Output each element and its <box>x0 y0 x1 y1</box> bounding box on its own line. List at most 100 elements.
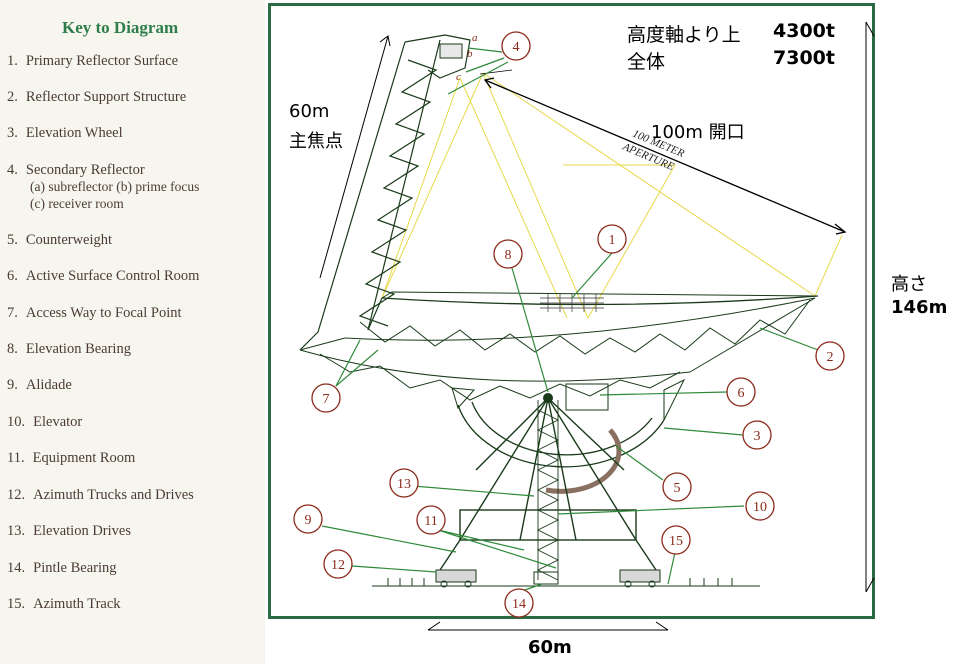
aperture-label-jp: 100m 開口 <box>651 122 745 143</box>
letter-a: a <box>472 32 478 44</box>
alidade <box>439 397 657 571</box>
callout-4: 4 <box>513 40 520 55</box>
weight-total-label: 全体 <box>627 51 666 73</box>
key-item: 12. Azimuth Trucks and Drives <box>7 487 194 504</box>
callout-5-circle <box>662 472 692 502</box>
key-item-number: 12. <box>7 487 26 503</box>
key-sub-secondary-c: (c) receiver room <box>30 196 124 211</box>
key-item: 9. Alidade <box>7 377 72 394</box>
callout-11-circle <box>416 505 446 535</box>
callout-numbers: 1 2 3 4 5 6 7 8 9 10 11 12 13 14 15 <box>305 40 834 612</box>
key-item-number: 1. <box>7 53 18 69</box>
track-posts <box>387 578 733 586</box>
callout-3-circle <box>742 420 772 450</box>
receiver-room <box>439 43 463 59</box>
base-width-label: 60m <box>528 637 572 658</box>
callout-8-circle <box>493 239 523 269</box>
key-item: 3. Elevation Wheel <box>7 125 123 142</box>
key-item: 11. Equipment Room <box>7 450 135 467</box>
key-item-number: 9. <box>7 377 18 393</box>
key-item: 15. Azimuth Track <box>7 596 121 613</box>
callout-2: 2 <box>827 350 834 365</box>
callout-13: 13 <box>397 477 411 492</box>
base-width-arrow <box>427 621 669 631</box>
callout-12-circle <box>323 549 353 579</box>
height-label: 高さ <box>891 274 927 295</box>
ray-line <box>381 77 461 299</box>
key-sub-secondary-ab: (a) subreflector (b) prime focus <box>30 179 200 194</box>
primary-reflector <box>381 291 819 306</box>
callout-15: 15 <box>669 534 683 549</box>
key-item-number: 8. <box>7 341 18 357</box>
height-value: 146m <box>891 297 948 318</box>
callout-7: 7 <box>323 392 330 407</box>
ray-line <box>587 164 676 319</box>
callout-15-circle <box>661 525 691 555</box>
key-item-number: 4. <box>7 162 18 178</box>
key-item: 8. Elevation Bearing <box>7 341 131 358</box>
key-item-label: Reflector Support Structure <box>25 89 187 105</box>
callout-14: 14 <box>512 597 526 612</box>
key-item-number: 15. <box>7 596 26 612</box>
ray-line <box>459 77 568 319</box>
key-item-label: Elevation Wheel <box>25 125 123 141</box>
dish-surface <box>381 295 819 306</box>
key-title: Key to Diagram <box>62 18 179 37</box>
key-item-label: Primary Reflector Surface <box>25 53 179 69</box>
key-item-number: 5. <box>7 232 18 248</box>
callout-1-circle <box>597 224 627 254</box>
callout-2-circle <box>815 341 845 371</box>
azimuth-base <box>372 569 760 588</box>
callout-10-circle <box>745 491 775 521</box>
key-item-number: 3. <box>7 125 18 141</box>
weight-above-value: 4300t <box>773 20 835 42</box>
elevator-shaft <box>536 400 560 581</box>
key-item-label: Azimuth Track <box>33 596 121 612</box>
feed-arm <box>299 34 471 351</box>
letter-b: b <box>467 48 473 60</box>
key-item-number: 10. <box>7 414 26 430</box>
key-item-label: Counterweight <box>25 232 113 248</box>
callout-leaders <box>321 47 819 593</box>
key-item-label: Elevation Bearing <box>25 341 131 357</box>
key-item: 14. Pintle Bearing <box>7 560 117 577</box>
active-surface-control-room <box>565 383 609 411</box>
callout-3: 3 <box>754 429 761 444</box>
height-arrow <box>865 21 875 593</box>
weight-total-value: 7300t <box>773 47 835 69</box>
callout-4-circle <box>501 31 531 61</box>
diagram-key: Key to Diagram 1. Primary Reflector Surfa… <box>0 0 265 664</box>
key-item: 13. Elevation Drives <box>7 523 131 540</box>
key-item: 6.Active Surface Control Room <box>7 268 199 285</box>
aperture-arrow <box>479 69 847 235</box>
callout-1: 1 <box>609 233 616 248</box>
key-item-number: 6. <box>7 268 18 284</box>
reflector-support-structure <box>299 297 816 401</box>
callout-14-circle <box>504 588 534 618</box>
focal-length-arrow <box>319 35 391 279</box>
callout-12: 12 <box>331 558 345 573</box>
key-item-number: 11. <box>7 450 25 466</box>
key-item-number: 7. <box>7 305 18 321</box>
weight-above-label: 高度軸より上 <box>627 24 741 46</box>
key-item-label: Equipment Room <box>32 450 136 466</box>
key-item-label: Elevation Drives <box>33 523 131 539</box>
callout-6-circle <box>726 377 756 407</box>
ray-line <box>814 234 843 297</box>
callout-5: 5 <box>674 481 681 496</box>
key-item-number: 13. <box>7 523 26 539</box>
key-item-label: Access Way to Focal Point <box>25 305 182 321</box>
key-item: 1. Primary Reflector Surface <box>7 53 178 70</box>
ray-line <box>482 72 816 297</box>
key-item-label: Alidade <box>25 377 72 393</box>
diagram-frame <box>268 3 875 619</box>
key-item: 2.Reflector Support Structure <box>7 89 186 106</box>
key-item-label: Pintle Bearing <box>33 560 117 576</box>
key-item: 7. Access Way to Focal Point <box>7 305 182 322</box>
callout-circles <box>293 31 845 618</box>
callout-6: 6 <box>738 386 745 401</box>
callout-11: 11 <box>424 514 437 529</box>
key-item: 5. Counterweight <box>7 232 112 249</box>
key-item-label: Azimuth Trucks and Drives <box>33 487 194 503</box>
key-item-number: 14. <box>7 560 26 576</box>
